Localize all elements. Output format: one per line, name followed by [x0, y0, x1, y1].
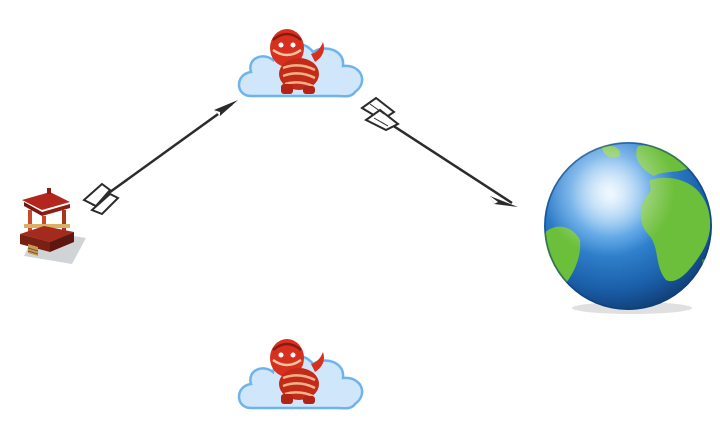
- earth-globe-icon: [542, 140, 718, 316]
- lion-icon: [270, 339, 324, 404]
- chinese-pagoda-icon: [14, 186, 94, 266]
- arrow-cloud-to-globe: [360, 96, 518, 207]
- arrow-pagoda-to-cloud: [82, 100, 238, 216]
- cloud-bottom: [233, 332, 371, 412]
- cloud-top: [233, 18, 371, 100]
- lion-icon: [270, 29, 324, 94]
